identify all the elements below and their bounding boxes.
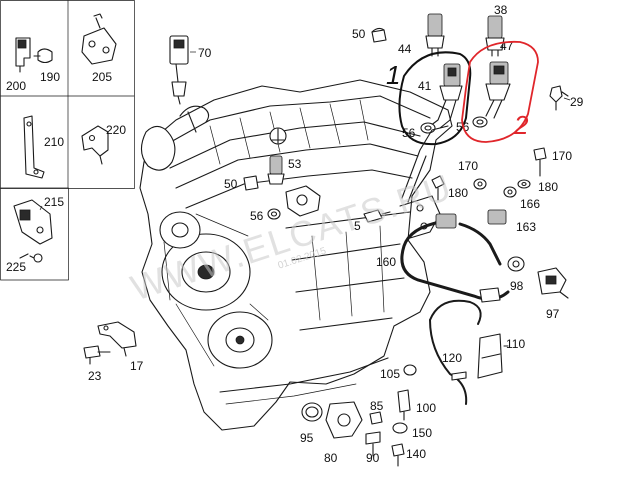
callout-85: 85	[370, 399, 384, 413]
callout-80: 80	[324, 451, 338, 465]
callout-220: 220	[106, 123, 126, 137]
part-210-bracket	[23, 115, 45, 179]
group-1-label: 1	[386, 60, 400, 90]
callout-210: 210	[44, 135, 64, 149]
group-2-highlight	[461, 40, 539, 143]
callout-44: 44	[398, 42, 412, 56]
callout-5: 5	[354, 219, 361, 233]
part-41-sensor	[429, 63, 463, 129]
part-205-bracket	[81, 13, 117, 65]
engine-block	[139, 79, 453, 431]
callout-23: 23	[88, 369, 102, 383]
part-97-sensor	[537, 267, 569, 299]
inset-grid: 200 190 205 210 220	[0, 0, 135, 281]
part-53-sensor	[267, 155, 285, 185]
callout-163: 163	[516, 220, 536, 234]
callout-90: 90	[366, 451, 380, 465]
connector-163	[487, 209, 507, 225]
callout-215: 215	[44, 195, 64, 209]
callout-180-b: 180	[448, 186, 468, 200]
part-5-plug	[363, 209, 391, 223]
callout-50-lower: 50	[224, 177, 238, 191]
part-225-bolt	[19, 253, 43, 263]
part-170-bolt-b	[431, 175, 445, 201]
part-190-grommet	[33, 48, 53, 64]
part-80-housing	[325, 401, 363, 439]
part-120-pin	[451, 371, 467, 381]
callout-53: 53	[288, 157, 302, 171]
part-180-washer-a	[517, 179, 531, 189]
callout-29: 29	[570, 95, 584, 109]
part-105-clip	[403, 364, 417, 376]
part-150-seal	[392, 422, 408, 434]
part-170-bolt-a	[533, 147, 547, 177]
callout-150: 150	[412, 426, 432, 440]
group-2-label: 2	[513, 110, 529, 140]
part-29-sensor	[549, 85, 571, 111]
callout-41: 41	[418, 79, 432, 93]
callout-70: 70	[198, 46, 212, 60]
callout-170-b: 170	[458, 159, 478, 173]
part-98-washer	[507, 256, 525, 272]
callout-205: 205	[92, 70, 112, 84]
part-166-washer	[503, 186, 517, 198]
part-85-clip	[369, 411, 383, 425]
part-100-sensor	[397, 389, 411, 421]
part-95-oring	[301, 402, 323, 422]
part-140-bolt	[391, 443, 405, 467]
callout-17: 17	[130, 359, 144, 373]
part-56-seal-b	[472, 116, 488, 128]
part-90-bolt	[365, 431, 381, 457]
callout-190: 190	[40, 70, 60, 84]
connector-b	[479, 287, 501, 303]
callout-166: 166	[520, 197, 540, 211]
inset-frame-lower	[0, 187, 69, 281]
part-47-sensor	[485, 61, 511, 119]
part-44-sensor	[425, 13, 445, 57]
connector-a	[435, 213, 457, 229]
part-23-bolt	[83, 345, 111, 365]
callout-225: 225	[6, 260, 26, 274]
callout-180-a: 180	[538, 180, 558, 194]
callout-98: 98	[510, 279, 524, 293]
inset-frame	[0, 0, 135, 189]
callout-56-c: 56	[250, 209, 264, 223]
callout-56-a: 56	[402, 126, 416, 140]
callout-170-a: 170	[552, 149, 572, 163]
callout-50-top: 50	[352, 27, 366, 41]
callout-97: 97	[546, 307, 560, 321]
part-17-bracket	[97, 321, 137, 357]
part-215-mount	[13, 199, 53, 245]
callout-38: 38	[494, 3, 508, 17]
callout-105: 105	[380, 367, 400, 381]
callout-110: 110	[506, 337, 525, 351]
callout-120: 120	[442, 351, 462, 365]
part-50-cap-lower	[243, 175, 259, 191]
part-50-cap-top	[371, 27, 387, 43]
part-110-bracket	[477, 333, 509, 379]
part-56-seal-c	[267, 208, 281, 220]
callout-100: 100	[416, 401, 436, 415]
part-70-sensor	[169, 35, 196, 105]
part-200-clip	[15, 37, 31, 73]
group-1-highlight	[398, 51, 472, 146]
callout-160: 160	[376, 255, 396, 269]
callout-200: 200	[6, 79, 26, 93]
callout-140: 140	[406, 447, 426, 461]
callout-95: 95	[300, 431, 314, 445]
part-56-seal-a	[420, 122, 436, 134]
part-180-washer-b	[473, 178, 487, 190]
part-220-bracket	[81, 125, 109, 165]
